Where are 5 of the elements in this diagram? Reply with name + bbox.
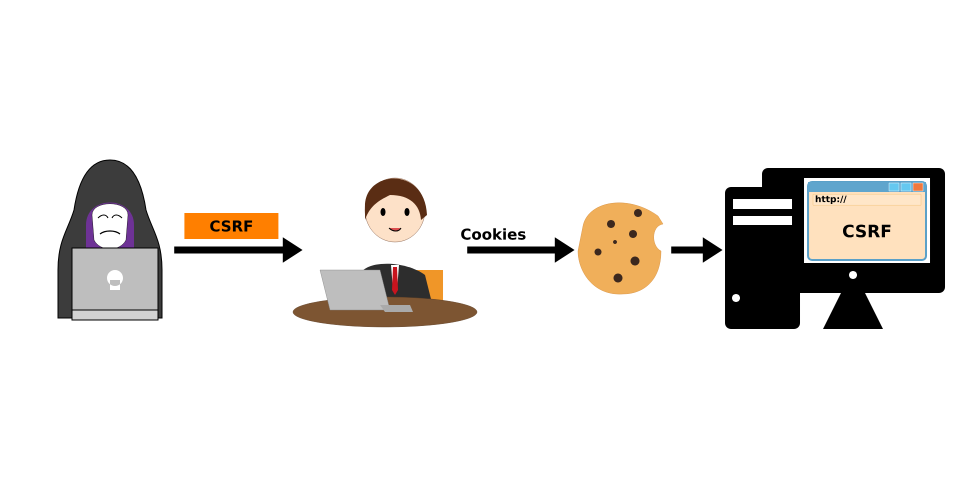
edge-label: Cookies [459,227,528,241]
browser-window: http:// CSRF [807,181,927,261]
cookie-drawing [578,202,664,294]
hacker-drawing [58,160,162,320]
edge-label: CSRF [184,213,278,239]
